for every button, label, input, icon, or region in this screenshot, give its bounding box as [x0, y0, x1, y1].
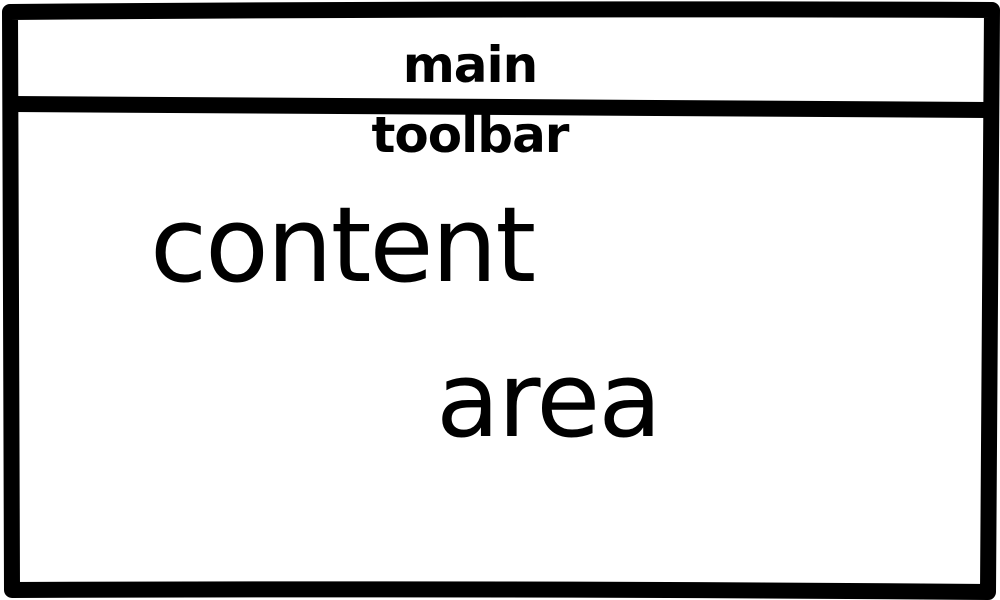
content-area-label-line2: area — [436, 339, 662, 461]
toolbar-divider — [4, 96, 996, 118]
content-area-label-line1: content — [150, 184, 536, 306]
main-toolbar-label: main toolbar — [371, 36, 570, 164]
